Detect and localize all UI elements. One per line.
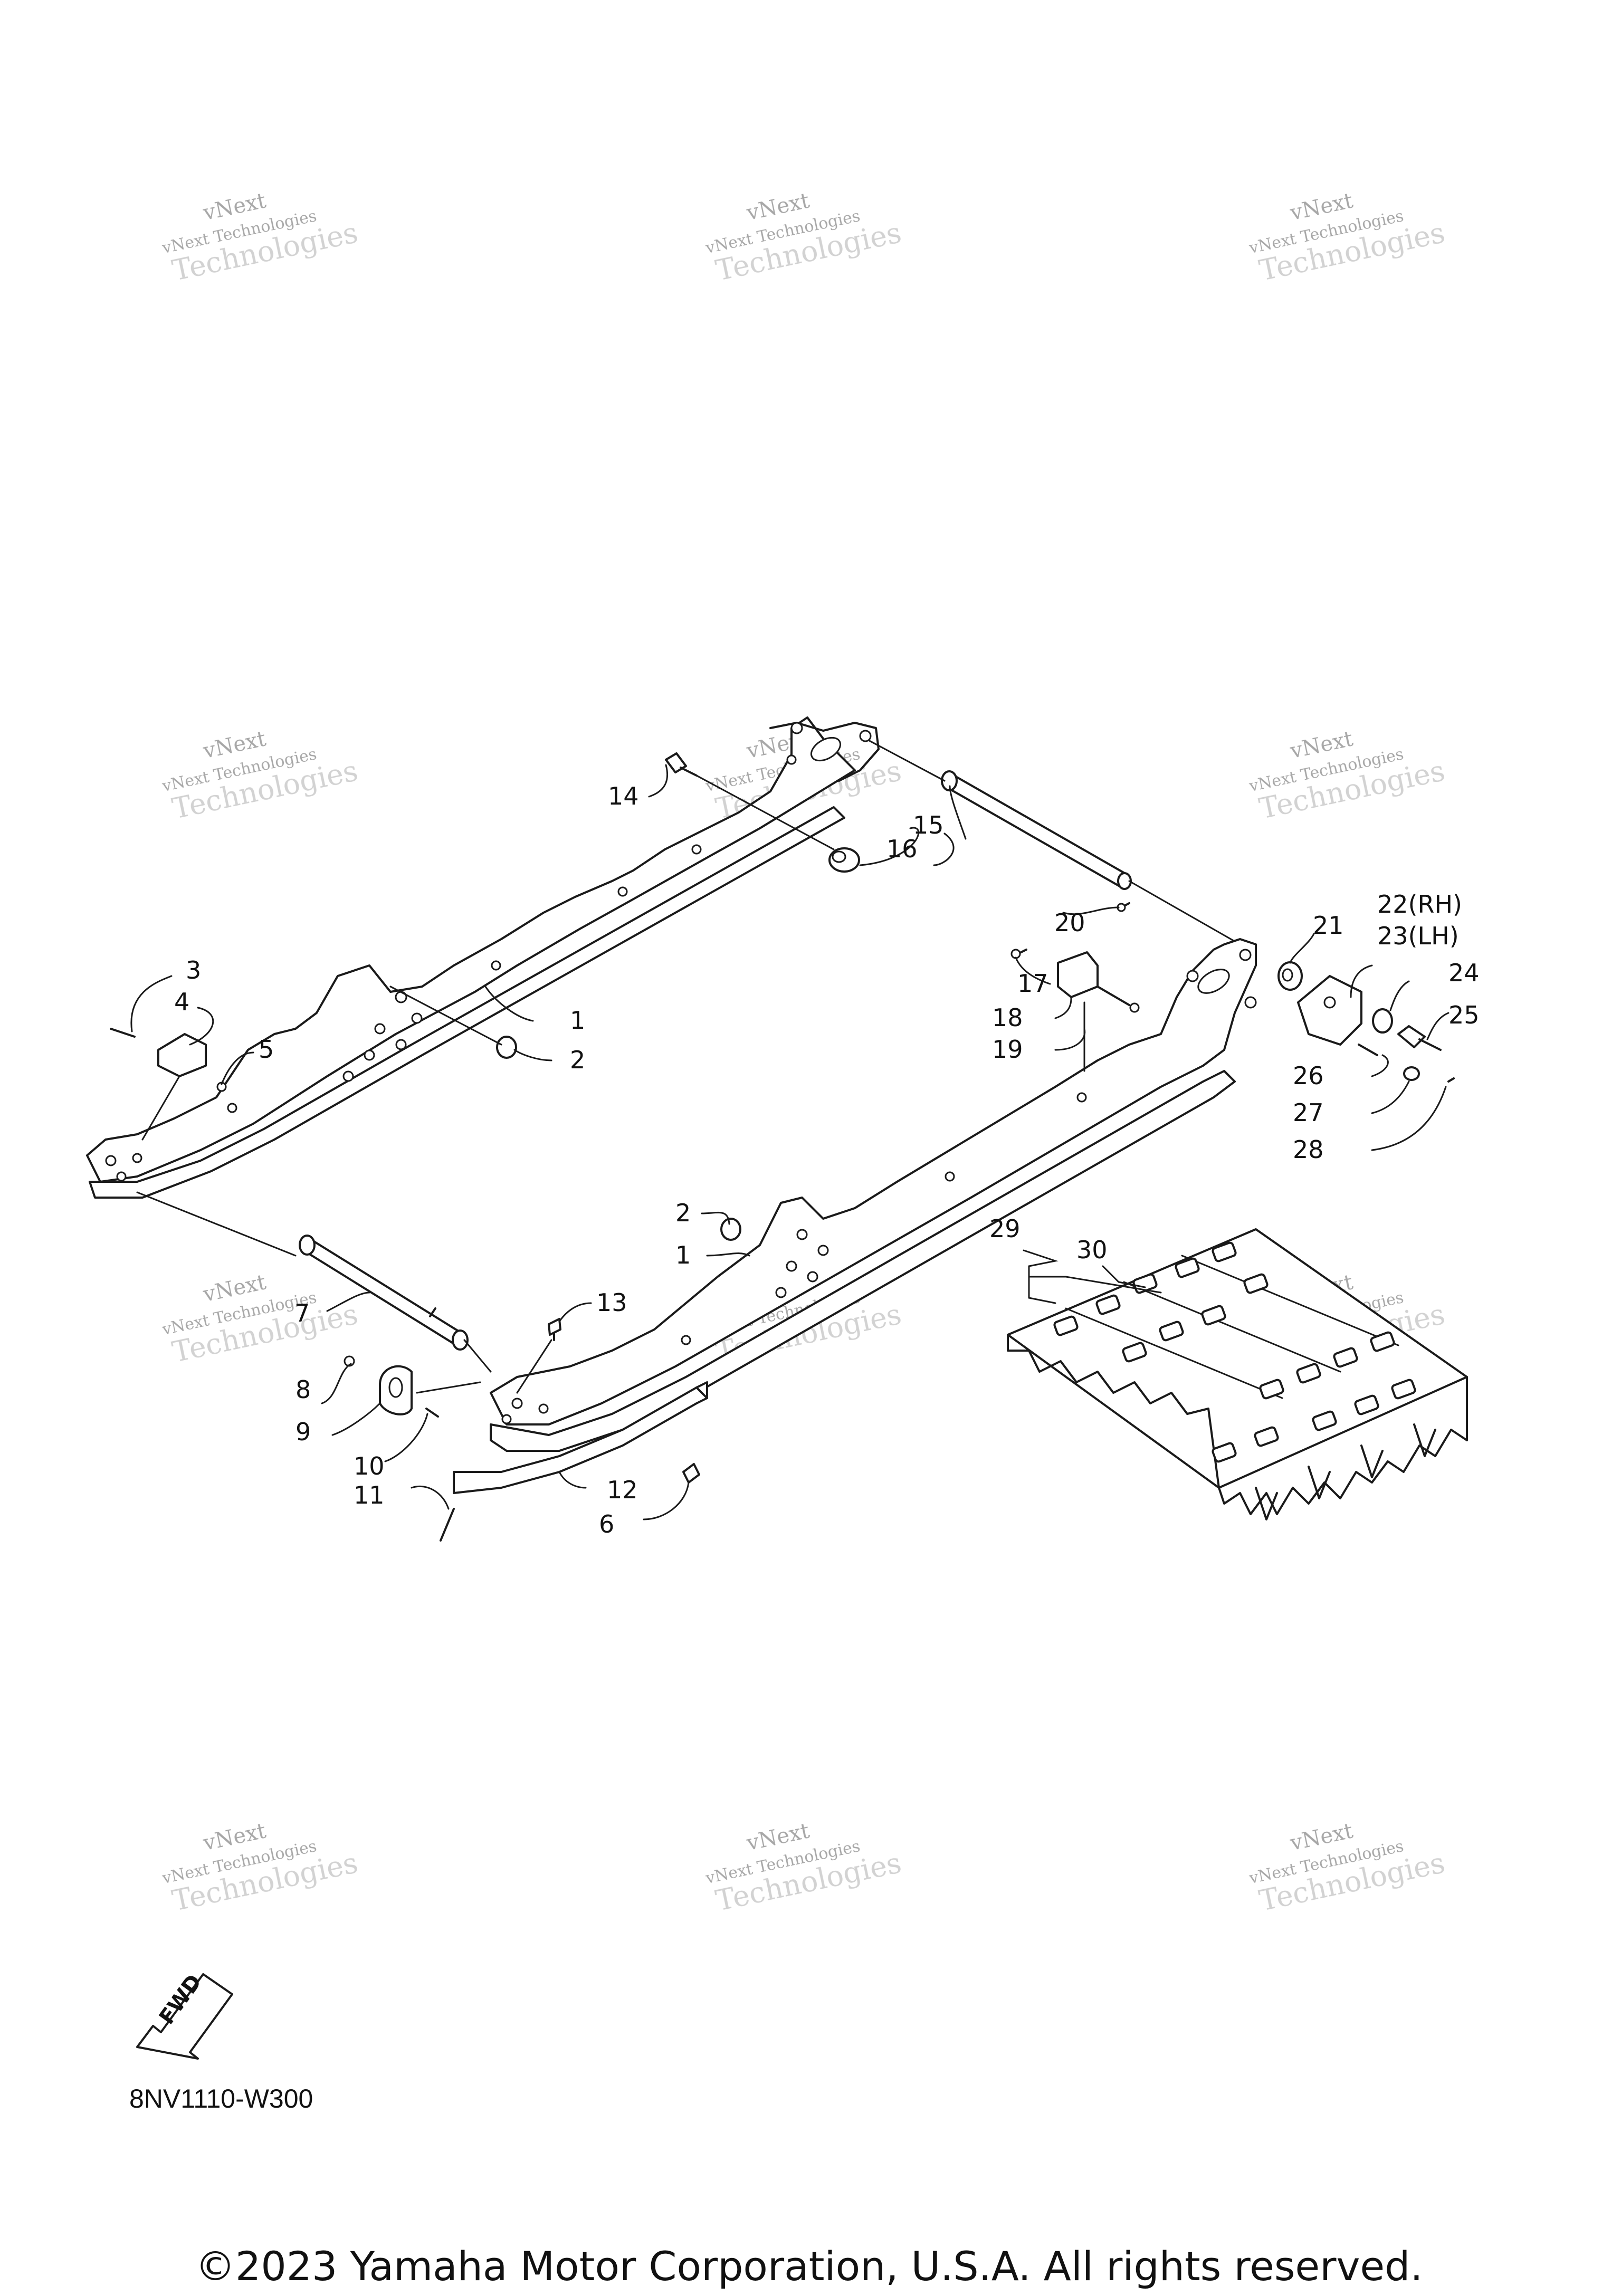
callout-23: 23(LH) — [1377, 922, 1459, 950]
watermark: vNext vNext Technologies Technologies — [1247, 1819, 1447, 1917]
callout-26: 26 — [1293, 1061, 1324, 1090]
callout-25: 25 — [1448, 1001, 1480, 1029]
callout-8: 8 — [295, 1375, 311, 1404]
part-14-bolt — [665, 752, 835, 850]
callout-13: 13 — [596, 1288, 627, 1317]
part-15-collar — [828, 847, 860, 873]
rear-axle-shaft — [864, 738, 1241, 945]
callout-1-left: 1 — [570, 1006, 585, 1035]
callout-14: 14 — [608, 782, 639, 810]
callout-12: 12 — [607, 1476, 638, 1504]
callout-22: 22(RH) — [1377, 890, 1462, 919]
front-idler-hardware — [344, 1318, 700, 1542]
watermark: vNext vNext Technologies Technologies — [1247, 726, 1447, 825]
callout-15: 15 — [913, 811, 944, 839]
callout-4: 4 — [174, 988, 189, 1016]
callout-29: 29 — [989, 1214, 1021, 1243]
part-2-washer — [720, 1218, 741, 1241]
diagram-code: 8NV1110-W300 — [129, 2084, 313, 2113]
callout-30: 30 — [1076, 1236, 1108, 1264]
callout-20: 20 — [1054, 908, 1085, 937]
leader-lines — [130, 764, 1450, 1520]
callout-2-left: 2 — [570, 1046, 585, 1074]
callout-19: 19 — [992, 1035, 1023, 1064]
callout-labels: 14 15 16 1 2 3 4 5 20 17 18 19 21 22(RH)… — [174, 782, 1480, 1538]
copyright-notice: ©2023 Yamaha Motor Corporation, U.S.A. A… — [195, 2243, 1423, 2290]
callout-7: 7 — [294, 1299, 310, 1327]
callout-27: 27 — [1293, 1098, 1324, 1127]
front-axle-shaft — [136, 1191, 492, 1373]
watermark: vNext vNext Technologies Technologies — [703, 188, 904, 287]
watermark: vNext vNext Technologies Technologies — [160, 726, 360, 825]
hyfax-slider — [453, 1381, 708, 1494]
watermark: vNext vNext Technologies Technologies — [160, 188, 360, 287]
callout-6: 6 — [599, 1510, 614, 1538]
left-slide-rail — [86, 716, 880, 1199]
callout-16: 16 — [886, 835, 918, 863]
watermark: vNext vNext Technologies Technologies — [703, 1819, 904, 1917]
callout-11: 11 — [354, 1481, 385, 1509]
rear-axle-hardware — [1277, 961, 1455, 1083]
callout-1-right: 1 — [675, 1241, 691, 1269]
part-2-washer — [389, 986, 517, 1059]
part-17-block — [1010, 902, 1140, 1072]
watermark: vNext vNext Technologies Technologies — [160, 1270, 360, 1369]
callout-28: 28 — [1293, 1135, 1324, 1164]
callout-2-right: 2 — [675, 1199, 691, 1227]
callout-24: 24 — [1448, 959, 1480, 987]
watermark: vNext vNext Technologies Technologies — [1247, 188, 1447, 287]
callout-3: 3 — [186, 956, 201, 984]
callout-17: 17 — [1017, 969, 1048, 998]
callout-9: 9 — [295, 1418, 311, 1446]
watermark: vNext vNext Technologies Technologies — [160, 1819, 360, 1917]
callout-21: 21 — [1313, 911, 1344, 940]
forward-direction-arrow: FWD — [136, 1970, 233, 2060]
callout-5: 5 — [259, 1035, 274, 1064]
callout-10: 10 — [354, 1452, 385, 1480]
drive-track — [1007, 1228, 1468, 1520]
callout-18: 18 — [992, 1003, 1023, 1032]
